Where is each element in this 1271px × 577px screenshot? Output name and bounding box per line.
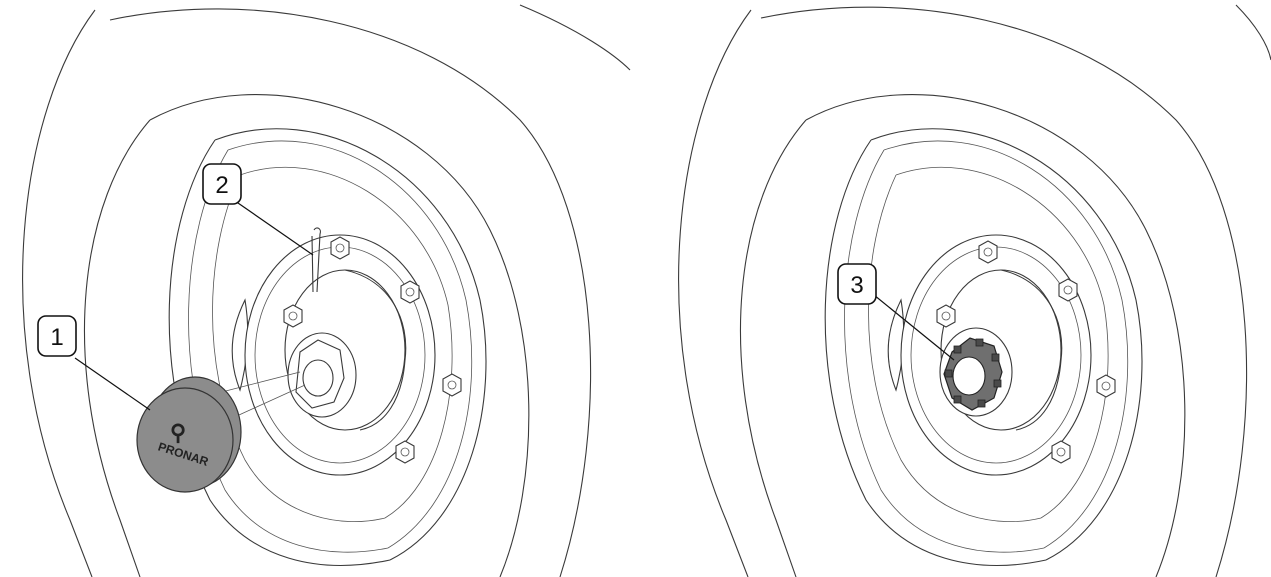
cap-emblem: ⚲ (170, 420, 186, 445)
callout-1: 1 (37, 315, 77, 357)
wheel-nuts (936, 240, 1116, 464)
tyre-outer-edge (22, 9, 96, 577)
callout-3-label: 3 (850, 272, 863, 299)
castle-nut-highlighted (939, 327, 1013, 417)
callout-1-label: 1 (50, 324, 63, 351)
castle-nut-illustration: 3 (678, 4, 1271, 577)
hub-cap-removal-illustration: ⚲ PRONAR 1 2 (22, 4, 631, 577)
tyre-outer-edge (678, 9, 752, 577)
rim (824, 139, 1047, 566)
callout-2: 2 (202, 163, 242, 205)
callout-3: 3 (837, 263, 877, 305)
castle-nut (287, 332, 357, 418)
wheel-nuts (283, 236, 462, 464)
split-pin (311, 227, 321, 293)
hub-cap: ⚲ PRONAR (136, 376, 242, 493)
callout-2-label: 2 (215, 172, 228, 199)
